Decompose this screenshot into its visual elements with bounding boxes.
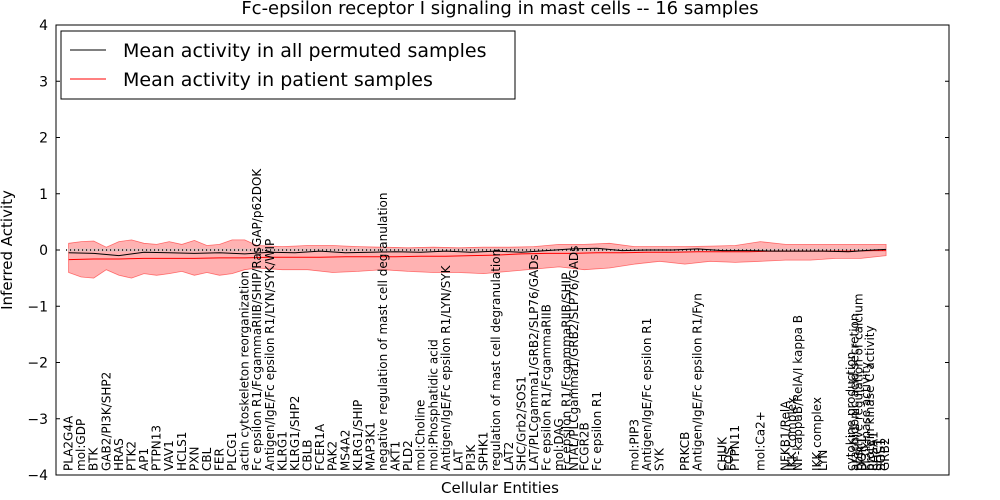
category-label: LAT/PLCgamma1/GRB2/SLP76/GADs — [527, 254, 541, 471]
legend-box — [60, 30, 516, 100]
category-label: IKK complex — [785, 397, 799, 471]
category-label: DOK1 — [855, 437, 869, 471]
y-tick-label: −2 — [27, 356, 48, 372]
category-label: FCER1A — [313, 423, 327, 471]
category-label: SPHK1 — [477, 432, 491, 471]
category-label: NFKB1/RelA — [779, 400, 793, 471]
category-label: cytokine production — [844, 352, 858, 471]
category-label: actin cytoskeleton reorganization — [238, 271, 252, 471]
category-label: FCGR2B — [577, 422, 591, 471]
lines-layer — [66, 247, 887, 261]
x-axis-title: Cellular Entities — [441, 479, 559, 497]
y-tick-label: 0 — [39, 243, 48, 259]
series-line-patient — [68, 250, 887, 261]
category-label: Antigen/IgE/Fc epsilon R1 — [640, 318, 654, 471]
category-label: NF-kappaB/RelA/I kappa B — [791, 315, 805, 471]
category-label: IKK complex — [810, 397, 824, 471]
category-label: GRB2 — [878, 437, 892, 471]
category-labels: PLA2G4Amol:GDPBTKGAB2/PI3K/SHP2HRASPTK2A… — [62, 168, 892, 471]
category-label: LAT — [452, 449, 466, 471]
y-tick-label: 4 — [39, 18, 48, 34]
y-tick-label: 1 — [39, 187, 48, 203]
category-label: KLRG1/SHIP — [351, 400, 365, 471]
category-label: NTAL/PLCgamma1/GRB2/SLP76/GADs — [567, 246, 581, 471]
category-label: PTK2 — [125, 441, 139, 471]
category-label: HCLS1 — [175, 432, 189, 471]
category-label: negative regulation of mast cell degranu… — [376, 192, 390, 471]
category-label: mol:Phosphatidic acid — [426, 339, 440, 471]
plot-area: PLA2G4Amol:GDPBTKGAB2/PI3K/SHP2HRASPTK2A… — [27, 18, 950, 484]
category-label: SHC/Grb2/SOS1 — [514, 376, 528, 471]
category-label: PAK2 — [326, 441, 340, 471]
category-label: PI3 kinase activity — [859, 362, 873, 471]
category-label: SOS1 — [874, 439, 888, 471]
category-label: RASA1 — [867, 431, 881, 471]
category-label: positive regulation of calcium — [851, 293, 865, 471]
category-label: AP1 — [137, 448, 151, 471]
category-label: VAV1 — [162, 440, 176, 471]
category-label: HRAS — [112, 438, 126, 471]
category-label: CHUK — [716, 436, 730, 471]
category-label: mol:DAG — [552, 418, 566, 471]
category-label: Fc epsilon R1/FcgammaRIIB/SHIP/RasGAP/p6… — [250, 168, 264, 471]
legend-label-permuted: Mean activity in all permuted samples — [123, 40, 486, 62]
legend: Mean activity in all permuted samples Me… — [60, 30, 516, 100]
category-label: Fc epsilon R1 — [590, 391, 604, 471]
category-label: SYK — [653, 447, 667, 471]
y-tick-label: −4 — [27, 468, 48, 484]
category-label: CBL — [200, 447, 214, 471]
category-label: PI3K — [464, 444, 478, 471]
category-label: mol:GDP — [74, 419, 88, 471]
category-label: BTK — [87, 446, 101, 471]
category-label: protein kinase C activity — [863, 325, 877, 471]
category-label: mol:Choline — [414, 400, 428, 471]
chart-title: Fc-epsilon receptor I signaling in mast … — [241, 0, 758, 19]
category-label: KLRG1/SHP2 — [288, 396, 302, 471]
category-label: KLRG1 — [275, 431, 289, 471]
category-label: PLCG1 — [225, 432, 239, 471]
category-label: PRKCB — [678, 432, 692, 471]
category-label: SHC1 — [870, 438, 884, 471]
category-label: regulation of mast cell degranulation — [489, 249, 503, 471]
y-tick-label: 3 — [39, 74, 48, 90]
category-label: PTPN13 — [150, 425, 164, 471]
category-label: PXN — [187, 447, 201, 471]
category-label: Antigen/IgE/Fc epsilon R1/LYN/SYK — [439, 264, 453, 471]
category-label: PLD2 — [401, 440, 415, 471]
legend-label-patient: Mean activity in patient samples — [123, 69, 433, 91]
y-tick-label: 2 — [39, 131, 48, 147]
category-label: MAP3K1 — [363, 422, 377, 471]
category-label: FOS — [722, 447, 736, 471]
category-label: FER — [213, 448, 227, 471]
category-label: mol:PIP3 — [628, 419, 642, 471]
category-label: LAT2 — [502, 442, 516, 471]
y-axis: −4 −3 −2 −1 0 1 2 3 4 — [27, 18, 949, 484]
category-label: Fc epsilon R1/FcgammaRIIB/SHIP — [560, 273, 574, 471]
category-label: Fc epsilon R1/FcgammaRIIB — [540, 304, 554, 471]
y-tick-label: −1 — [27, 299, 48, 315]
category-label: mol:Ca2+ — [753, 411, 767, 471]
y-tick-label: −3 — [27, 412, 48, 428]
category-label: Antigen/IgE/Fc epsilon R1/Fyn — [691, 293, 705, 471]
category-label: LYN — [816, 450, 830, 471]
category-label: GAB2/PI3K/SHP2 — [99, 372, 113, 471]
y-axis-title: Inferred Activity — [0, 190, 16, 310]
category-label: arachidonic acid secretion — [848, 314, 862, 471]
category-label: MS4A2 — [338, 430, 352, 471]
category-label: AKT1 — [389, 441, 403, 471]
category-label: Antigen/IgE/Fc epsilon R1/LYN/SYK/WIP — [263, 239, 277, 471]
category-label: CBLB — [301, 439, 315, 471]
category-label: PLA2G4A — [62, 415, 76, 471]
category-label: PTPN11 — [728, 425, 742, 471]
series-line-permuted — [68, 247, 887, 257]
